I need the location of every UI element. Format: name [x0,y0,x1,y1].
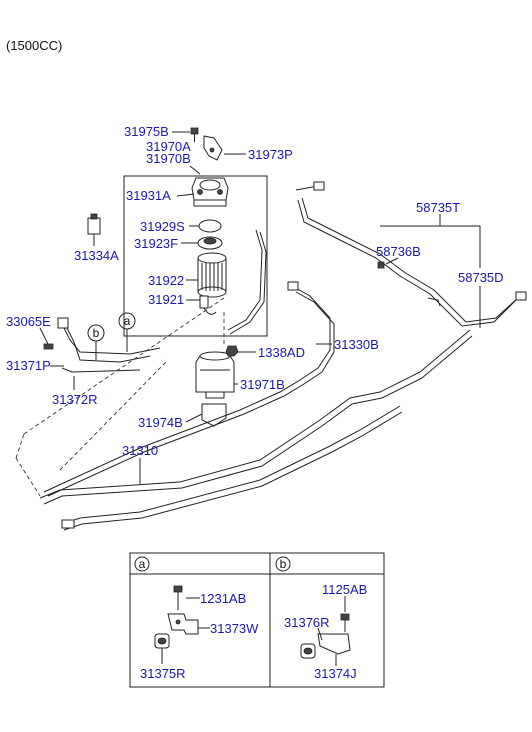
leader-31931a [176,193,195,197]
clip-31334a [87,213,101,235]
filter-supply-line [227,229,263,331]
leader-33065e [39,327,49,345]
detail-a-header: a [139,557,146,571]
return-pipe-connector [287,281,299,291]
bracket-31974b [201,403,227,427]
label-31371p: 31371P [6,358,51,373]
bolt-1338ad [225,345,239,357]
label-31970b: 31970B [146,151,191,166]
hose-connector [57,317,69,329]
label-31376r: 31376R [284,615,330,630]
bolt-1125ab [340,613,350,632]
vapor-clip [377,261,385,269]
label-31974b: 31974B [138,415,183,430]
label-31975b: 31975B [124,124,169,139]
o-ring-31929s [198,219,222,233]
fuel-feed-pipe-31310 [39,329,471,499]
leader-31376r [317,627,323,641]
label-31334a: 31334A [74,248,119,263]
lower-pipe-connector [61,519,75,529]
filter-housing-31971b [195,351,235,399]
leader-31970 [189,165,201,175]
sensor-31921 [199,295,217,315]
bracket-31374j [317,633,351,655]
label-31923f: 31923F [134,236,178,251]
label-58735d: 58735D [458,270,504,285]
guide-line-1 [23,297,225,435]
label-31375r: 31375R [140,666,186,681]
filter-cap-31923f [197,236,223,250]
detail-a-header-circle [134,556,150,572]
label-31373w: 31373W [210,621,259,636]
label-1231ab: 1231AB [200,591,246,606]
bolt-31975b [190,127,199,142]
label-31374j: 31374J [314,666,357,681]
grommet-31376r [300,643,316,659]
label-31971b: 31971B [240,377,285,392]
filter-assembly-box [123,175,268,337]
detail-table: a b 1231AB 31373W 31375R [129,552,385,688]
lower-feed-pipe [61,405,401,525]
detail-b-header-circle [275,556,291,572]
label-31330b: 31330B [334,337,379,352]
bracket-31373w [167,613,199,635]
vapor-hose-58736b [297,199,517,327]
label-31970a: 31970A [146,139,191,154]
engine-variant-title: (1500CC) [6,38,62,53]
plug-33065e [43,343,54,350]
filter-head-31931a [191,177,229,207]
label-58735t: 58735T [416,200,460,215]
guide-line-2 [15,433,25,459]
leader-58735t-bracket [380,225,481,268]
callout-a-text: a [124,314,131,328]
vapor-clip-arm [427,297,441,307]
leader-58736b [385,257,399,265]
filter-return-line [229,231,267,335]
label-58736b: 58736B [376,244,421,259]
label-31931a: 31931A [126,188,171,203]
guide-line-4 [59,359,169,471]
label-31921: 31921 [148,292,184,307]
label-31310: 31310 [122,443,158,458]
detail-b-header: b [280,557,287,571]
callout-b-text: b [93,326,100,340]
leader-31974b [185,413,203,423]
grommet-31375r [154,633,170,649]
label-31372r: 31372R [52,392,98,407]
label-31973p: 31973P [248,147,293,162]
label-1338ad: 1338AD [258,345,305,360]
fuel-feed-pipe-31310-b [43,335,473,505]
detail-table-frame [129,552,385,688]
hose-31371p [61,367,141,373]
guide-line-3 [15,457,41,497]
label-33065e: 33065E [6,314,51,329]
label-31929s: 31929S [140,219,185,234]
hose-31372r-a [59,319,161,355]
vapor-connector-top [313,181,325,191]
return-pipe-31330b-b [47,291,335,497]
bolt-1231ab [173,585,183,610]
filter-element-31922 [197,252,227,298]
return-pipe-31330b [43,285,331,493]
vapor-connector-right [515,291,527,301]
vapor-hose-58735d [301,197,521,323]
label-1125ab: 1125AB [322,582,367,597]
lower-feed-pipe-b [63,411,403,531]
label-31922: 31922 [148,273,184,288]
hose-31372r-b [63,321,151,363]
